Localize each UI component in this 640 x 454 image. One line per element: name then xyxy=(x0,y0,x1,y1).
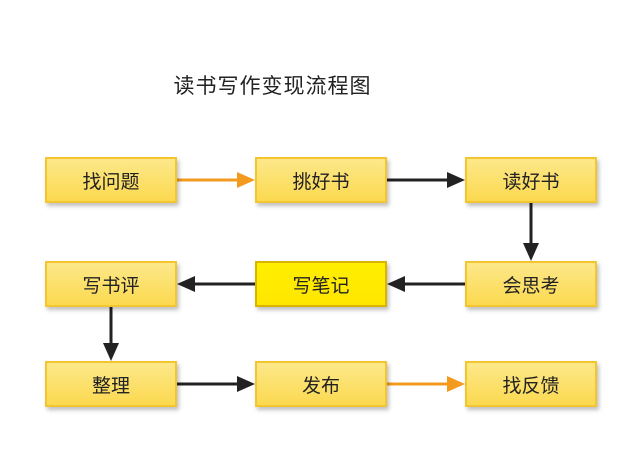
arrowhead xyxy=(523,243,539,261)
node-get-feedback: 找反馈 xyxy=(465,361,597,407)
arrowhead xyxy=(103,343,119,361)
node-write-notes: 写笔记 xyxy=(255,261,387,307)
arrowhead xyxy=(447,172,465,188)
node-write-review: 写书评 xyxy=(45,261,177,307)
arrowhead xyxy=(177,276,195,292)
arrowhead xyxy=(387,276,405,292)
node-organize: 整理 xyxy=(45,361,177,407)
arrowhead xyxy=(237,172,255,188)
node-find-problem: 找问题 xyxy=(45,157,177,203)
arrowhead xyxy=(237,376,255,392)
node-publish: 发布 xyxy=(255,361,387,407)
node-read-book: 读好书 xyxy=(465,157,597,203)
node-think: 会思考 xyxy=(465,261,597,307)
diagram-title: 读书写作变现流程图 xyxy=(173,74,372,98)
node-pick-book: 挑好书 xyxy=(255,157,387,203)
arrowhead xyxy=(447,376,465,392)
